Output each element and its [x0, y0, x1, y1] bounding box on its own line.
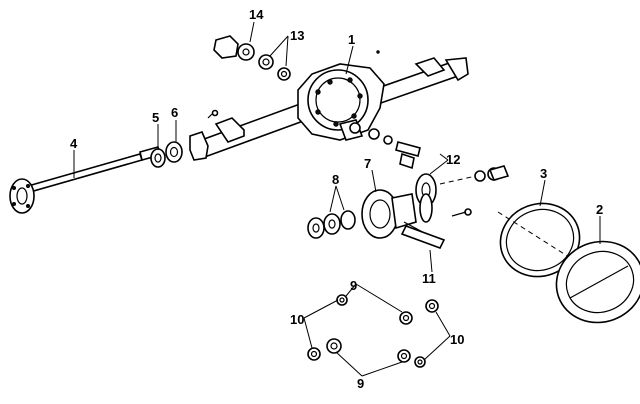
callout-9-upper: 9: [350, 278, 357, 293]
case-bearings: [307, 210, 356, 239]
side-gears-washers: [307, 294, 439, 368]
callout-4: 4: [70, 136, 78, 151]
callout-labels: 1 2 3 4 5 6 7 8 9 9 10 10 11 12 13 14: [70, 7, 603, 391]
axle-housing: [189, 50, 469, 161]
leader-lines: [73, 21, 601, 377]
callout-10-left: 10: [290, 312, 304, 327]
callout-12: 12: [446, 152, 460, 167]
rear-cover: [555, 240, 640, 324]
axle-shaft: [9, 146, 161, 214]
gasket: [497, 202, 581, 278]
callout-6: 6: [171, 105, 178, 120]
callout-11: 11: [422, 271, 436, 286]
differential-case: [361, 189, 472, 239]
callout-1: 1: [348, 32, 355, 47]
callout-13: 13: [290, 28, 304, 43]
callout-3: 3: [540, 166, 547, 181]
callout-2: 2: [596, 202, 603, 217]
callout-5: 5: [152, 110, 159, 125]
carrier-bearing-assembly: [213, 35, 291, 81]
cross-shaft: [400, 225, 446, 249]
axle-bearing-seal: [150, 141, 183, 168]
callout-7: 7: [364, 156, 371, 171]
callout-9-lower: 9: [357, 376, 364, 391]
callout-8: 8: [332, 172, 339, 187]
callout-14: 14: [249, 7, 264, 22]
callout-10-right: 10: [450, 332, 464, 347]
